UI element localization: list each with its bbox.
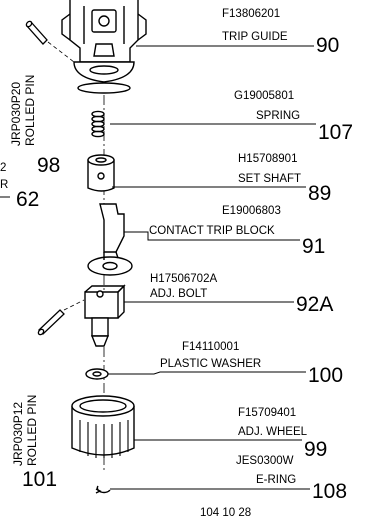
part-code-e-ring: JES0300W: [236, 455, 294, 467]
part-number-adj-bolt: 92A: [296, 293, 333, 316]
adj-bolt-drawing: [84, 284, 126, 347]
part-code-adj-bolt: H17506702A: [150, 273, 217, 285]
part-number-plastic-washer: 100: [308, 364, 343, 387]
part-code-rolled-pin-lower: JRP030P12: [11, 402, 25, 466]
rolled-pin-lower-drawing: [37, 299, 85, 336]
e-ring-drawing: [95, 485, 111, 494]
part-name-adj-bolt: ADJ. BOLT: [150, 288, 207, 300]
part-name-rolled-pin-lower: ROLLED PIN: [25, 395, 39, 466]
part-number-contact-trip-block: 91: [302, 235, 325, 258]
footer-text: 104 10 28: [200, 507, 251, 517]
part-name-trip-guide: TRIP GUIDE: [222, 31, 288, 43]
part-number-rolled-pin-lower: 101: [22, 468, 57, 491]
part-name-rolled-pin-upper: ROLLED PIN: [23, 75, 37, 146]
edge-fragment-number: 62: [16, 188, 39, 211]
part-name-set-shaft: SET SHAFT: [238, 173, 301, 185]
part-number-trip-guide: 90: [316, 34, 339, 57]
part-number-rolled-pin-upper: 98: [37, 154, 60, 177]
part-code-trip-guide: F13806201: [222, 8, 280, 20]
plastic-washer-drawing: [85, 368, 109, 380]
trip-guide-drawing: [61, 0, 147, 94]
part-code-plastic-washer: F14110001: [182, 341, 239, 353]
leader-lines: [108, 45, 316, 490]
part-number-e-ring: 108: [312, 480, 347, 503]
part-number-adj-wheel: 99: [304, 438, 327, 461]
part-labels: F13806201 TRIP GUIDE 90 G19005801 SPRING…: [0, 8, 353, 517]
part-name-adj-wheel: ADJ. WHEEL: [238, 426, 308, 438]
contact-trip-block-drawing: [87, 203, 133, 276]
part-name-plastic-washer: PLASTIC WASHER: [160, 358, 261, 370]
part-number-set-shaft: 89: [308, 182, 331, 205]
part-code-set-shaft: H15708901: [238, 153, 297, 165]
part-code-adj-wheel: F15709401: [238, 407, 296, 419]
rolled-pin-upper-drawing: [25, 20, 75, 63]
edge-fragment-bottom: R: [0, 179, 8, 191]
part-name-contact-trip-block: CONTACT TRIP BLOCK: [149, 225, 275, 237]
part-name-e-ring: E-RING: [256, 474, 296, 486]
part-number-spring: 107: [318, 121, 353, 144]
spring-drawing: [91, 110, 105, 138]
part-code-contact-trip-block: E19006803: [222, 205, 281, 217]
edge-fragment-top: 2: [0, 162, 6, 174]
set-shaft-drawing: [87, 154, 115, 192]
part-name-spring: SPRING: [256, 110, 300, 122]
part-code-rolled-pin-upper: JRP030P20: [9, 82, 23, 146]
part-code-spring: G19005801: [234, 90, 294, 102]
adj-wheel-drawing: [71, 395, 135, 458]
